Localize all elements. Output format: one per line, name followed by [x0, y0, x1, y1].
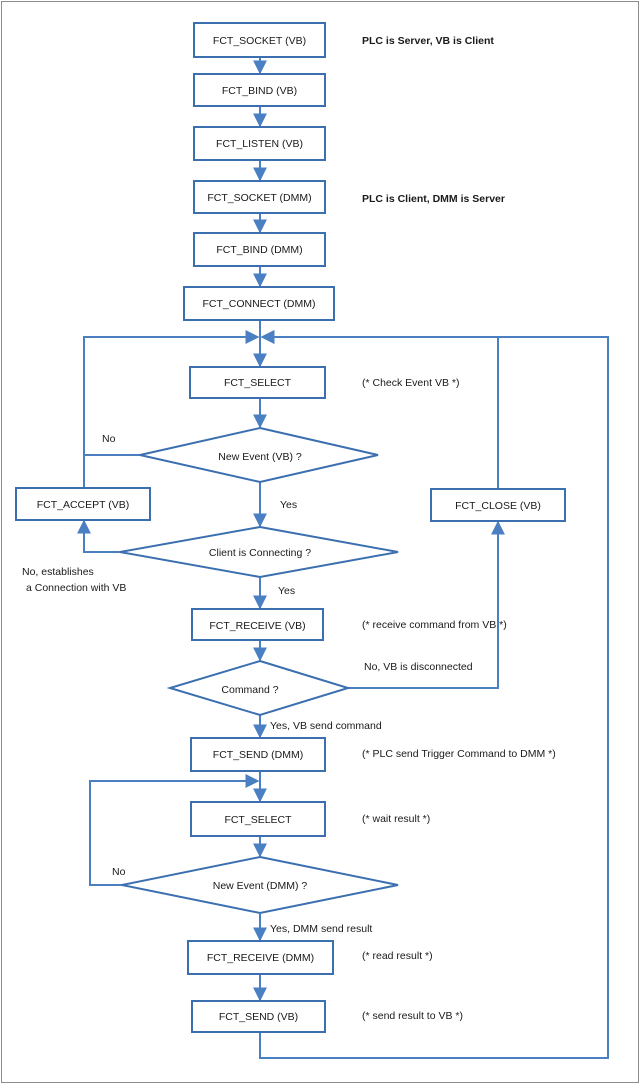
edge-label-no-2: No [112, 866, 126, 878]
node-command-label: Command ? [221, 684, 278, 696]
node-new-event-vb-label: New Event (VB) ? [218, 451, 302, 463]
node-send-vb-label: FCT_SEND (VB) [219, 1011, 298, 1023]
edge-label-no-1: No [102, 433, 116, 445]
node-connect-dmm-label: FCT_CONNECT (DMM) [203, 298, 316, 310]
node-send-dmm: FCT_SEND (DMM) [190, 737, 326, 772]
node-connect-dmm: FCT_CONNECT (DMM) [183, 286, 335, 321]
node-close-vb: FCT_CLOSE (VB) [430, 488, 566, 522]
node-receive-vb: FCT_RECEIVE (VB) [191, 608, 324, 641]
node-command: Command ? [166, 659, 352, 717]
note-receive-cmd: (* receive command from VB *) [362, 619, 507, 631]
node-select-2-label: FCT_SELECT [224, 814, 292, 826]
node-socket-vb-label: FCT_SOCKET (VB) [213, 35, 306, 47]
node-accept-vb-label: FCT_ACCEPT (VB) [37, 499, 130, 511]
edge-label-yes-2: Yes [278, 585, 295, 597]
arrow-command-no-to-close [348, 520, 505, 689]
node-client-connecting: Client is Connecting ? [119, 525, 399, 579]
node-listen-vb-label: FCT_LISTEN (VB) [216, 138, 303, 150]
node-new-event-dmm: New Event (DMM) ? [121, 855, 399, 915]
node-send-dmm-label: FCT_SEND (DMM) [213, 749, 303, 761]
node-receive-dmm-label: FCT_RECEIVE (DMM) [207, 952, 314, 964]
note-plc-client: PLC is Client, DMM is Server [362, 193, 505, 205]
arrow-new-event-dmm-no-loop [89, 774, 260, 886]
note-send-result: (* send result to VB *) [362, 1010, 463, 1022]
edge-label-no-vb-disconnected: No, VB is disconnected [364, 661, 473, 673]
node-client-connecting-label: Client is Connecting ? [209, 547, 311, 559]
node-listen-vb: FCT_LISTEN (VB) [193, 126, 326, 161]
node-send-vb: FCT_SEND (VB) [191, 1000, 326, 1033]
node-select-1: FCT_SELECT [189, 366, 326, 399]
edge-label-no-establish-2: a Connection with VB [26, 582, 126, 594]
node-select-1-label: FCT_SELECT [224, 377, 292, 389]
connectors [77, 57, 609, 1059]
node-socket-dmm: FCT_SOCKET (DMM) [193, 180, 326, 214]
edge-label-yes-vb-command: Yes, VB send command [270, 720, 382, 732]
arrow-client-no-to-accept [77, 519, 120, 553]
node-bind-vb: FCT_BIND (VB) [193, 73, 326, 107]
arrow-send-vb-return [259, 330, 609, 1059]
node-bind-dmm: FCT_BIND (DMM) [193, 232, 326, 267]
note-read-result: (* read result *) [362, 950, 433, 962]
note-wait-result: (* wait result *) [362, 813, 430, 825]
node-bind-dmm-label: FCT_BIND (DMM) [216, 244, 302, 256]
node-receive-dmm: FCT_RECEIVE (DMM) [187, 940, 334, 975]
edge-label-no-establish-1: No, establishes [22, 566, 94, 578]
node-receive-vb-label: FCT_RECEIVE (VB) [209, 620, 305, 632]
node-socket-vb: FCT_SOCKET (VB) [193, 22, 326, 58]
edge-label-yes-dmm-result: Yes, DMM send result [270, 923, 372, 935]
node-select-2: FCT_SELECT [190, 801, 326, 837]
edge-label-yes-1: Yes [280, 499, 297, 511]
note-check-event: (* Check Event VB *) [362, 377, 459, 389]
note-plc-send-trigger: (* PLC send Trigger Command to DMM *) [362, 748, 556, 760]
node-accept-vb: FCT_ACCEPT (VB) [15, 487, 151, 521]
node-new-event-vb: New Event (VB) ? [139, 426, 379, 484]
note-plc-server: PLC is Server, VB is Client [362, 35, 494, 47]
arrow-new-event-no-loop [83, 330, 260, 456]
node-close-vb-label: FCT_CLOSE (VB) [455, 500, 541, 512]
node-new-event-dmm-label: New Event (DMM) ? [213, 880, 308, 892]
node-socket-dmm-label: FCT_SOCKET (DMM) [207, 192, 311, 204]
node-bind-vb-label: FCT_BIND (VB) [222, 85, 297, 97]
